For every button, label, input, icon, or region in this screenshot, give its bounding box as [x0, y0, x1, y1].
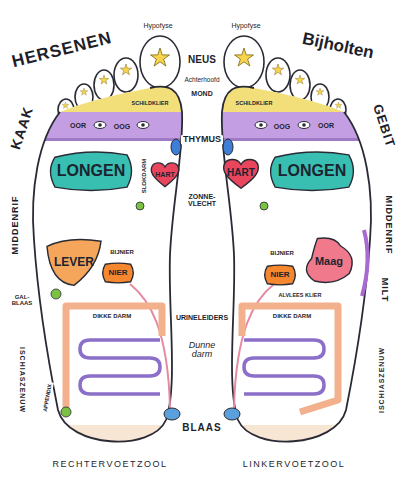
organ-name: NIER — [270, 271, 289, 279]
organ-label: Hypofyse — [229, 22, 262, 29]
organ-label: KAAK — [8, 105, 36, 152]
organ-label: SLOKDARM — [141, 159, 147, 194]
organ-label: OOR — [70, 122, 86, 129]
organ-label: BLAAS — [180, 423, 223, 434]
organ-name: LONGEN — [57, 163, 125, 179]
appendix-dot — [61, 407, 71, 417]
organ-label: MIDDENRIF — [383, 196, 392, 255]
organ-label: BIJNIER — [270, 250, 294, 256]
organ-path — [224, 160, 259, 189]
organ-name: LONGEN — [278, 163, 346, 179]
organ-label: MIDDENRIF — [11, 196, 20, 255]
organ-path — [103, 263, 134, 283]
organ-shape: LONGEN — [46, 148, 136, 194]
organ-label: NEUS — [186, 55, 218, 66]
organ-shape: NIER — [262, 264, 298, 286]
organ-label: Dunne darm — [183, 341, 221, 360]
left-foot — [20, 36, 200, 455]
organ-label: SCHILDKLIER — [132, 101, 169, 107]
organ-label: RECHTERVOETZOOL — [53, 460, 168, 469]
organ-path — [265, 265, 296, 285]
organ-name: NIER — [108, 269, 127, 277]
organ-label: THYMUS — [181, 135, 223, 144]
organ-label: SCHILDKLIER — [236, 101, 273, 107]
organ-label: APPENDIX — [42, 382, 53, 415]
organ-shape: HART — [150, 160, 180, 188]
organ-label: DIKKE DARM — [93, 313, 131, 319]
organ-path — [151, 163, 178, 187]
organ-path — [47, 239, 101, 285]
organ-label: OOR — [318, 122, 334, 129]
organ-label: OOG — [274, 123, 290, 130]
organ-name: Maag — [315, 256, 343, 267]
organ-label: HERSENEN — [10, 29, 114, 71]
organ-path — [306, 238, 352, 282]
organ-label: GAL-BLAAS — [7, 294, 37, 307]
organ-label: ALVLEES KLIER — [279, 293, 322, 299]
organ-label: BIJNIER — [110, 249, 134, 255]
organ-label: URINELEIDERS — [174, 314, 230, 321]
organ-label: Hypofyse — [141, 22, 174, 29]
organ-label: ISCHIASZENUW — [18, 347, 25, 413]
organ-name: HART — [227, 168, 255, 178]
gallbladder-dot — [51, 289, 61, 299]
organ-shape: Maag — [300, 236, 358, 286]
organ-label: OOG — [114, 123, 130, 130]
spacer — [232, 214, 250, 215]
organ-shape: LONGEN — [266, 148, 358, 194]
organ-shape: NIER — [100, 262, 136, 284]
organ-label: ZONNE-VLECHT — [182, 193, 222, 208]
organ-shape: LEVER — [44, 236, 104, 288]
organ-shape: HART — [222, 156, 260, 190]
organ-label: Bijholten — [301, 30, 376, 63]
organ-label: DIKKE DARM — [273, 313, 311, 319]
right-foot — [204, 36, 384, 455]
colon-band — [242, 306, 338, 412]
organ-path — [51, 152, 132, 191]
organ-label: Achterhoofd — [182, 77, 221, 84]
organ-label: LINKERVOETZOOL — [243, 460, 345, 469]
organ-label: ISCHIASZENUW — [378, 347, 385, 413]
organ-path — [271, 152, 354, 191]
organ-name: LEVER — [54, 256, 94, 268]
organ-label: MILT — [379, 278, 388, 302]
organ-label: GEBIT — [371, 103, 398, 150]
colon-band — [66, 306, 162, 408]
spleen-band — [362, 230, 368, 296]
organ-name: HART — [155, 171, 174, 178]
organ-label: MOND — [189, 90, 214, 97]
